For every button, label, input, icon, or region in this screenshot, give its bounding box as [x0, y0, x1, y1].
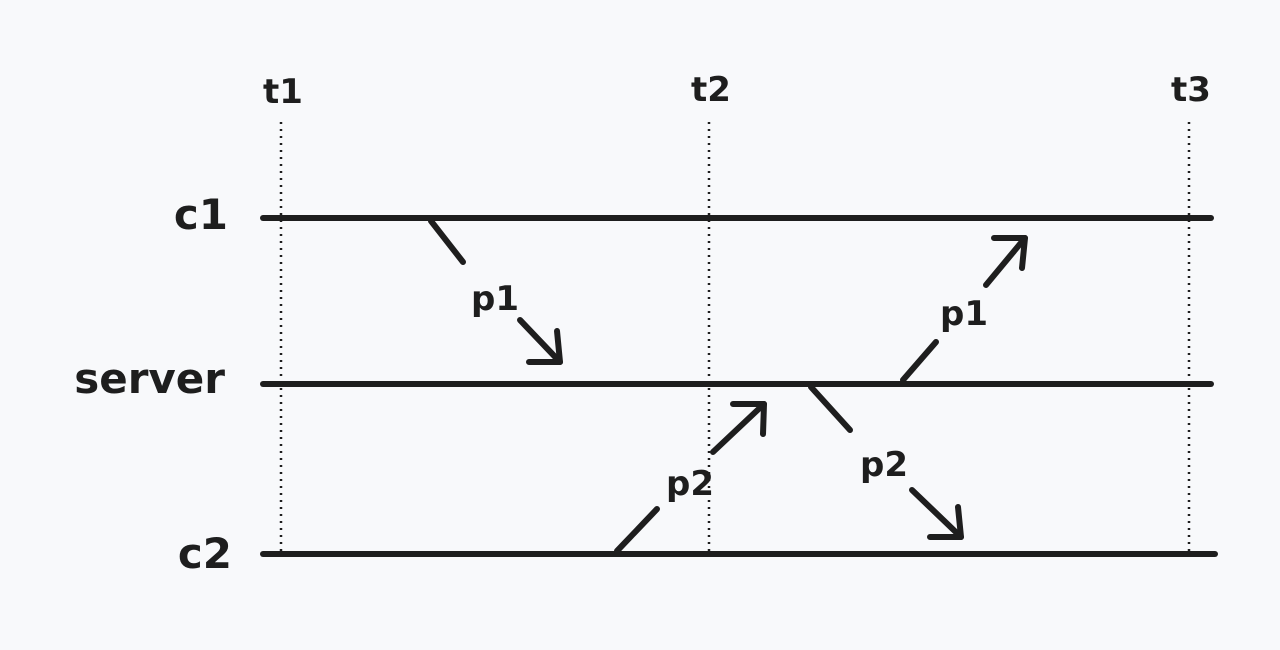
- lane-label-server: server: [74, 354, 225, 403]
- message-label-p1-response: p1: [940, 294, 988, 334]
- time-label-t2: t2: [691, 70, 731, 110]
- message-arrow-p1-server-to-c1: [900, 235, 1028, 383]
- message-arrow-p2-server-to-c2: [808, 384, 964, 540]
- message-arrow-p1-c1-to-server: [428, 218, 563, 365]
- message-label-p2-response: p2: [860, 445, 908, 485]
- message-label-p2-request: p2: [666, 464, 714, 504]
- time-label-t1: t1: [263, 72, 303, 112]
- lane-label-c2: c2: [178, 529, 232, 578]
- message-label-p1-request: p1: [471, 279, 519, 319]
- lane-label-c1: c1: [174, 190, 228, 239]
- message-arrow-p2-c2-to-server: [614, 401, 767, 554]
- time-label-t3: t3: [1171, 70, 1211, 110]
